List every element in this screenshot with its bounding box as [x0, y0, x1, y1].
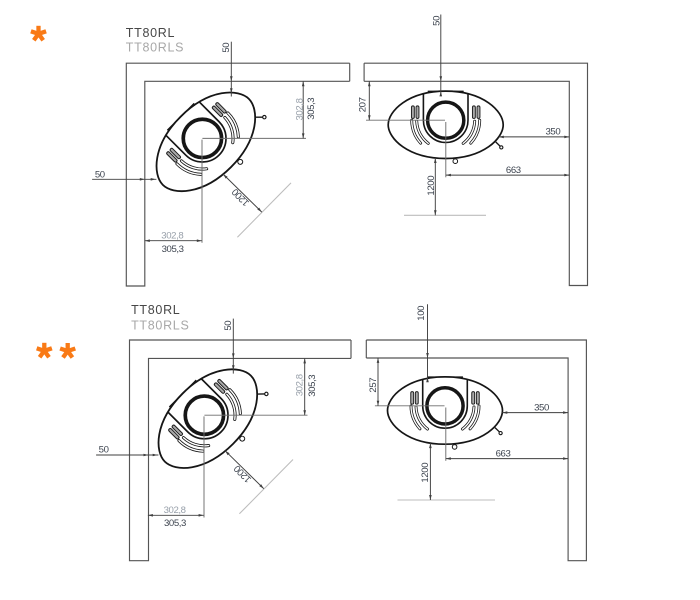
svg-text:50: 50: [99, 444, 109, 455]
svg-text:350: 350: [545, 126, 560, 137]
svg-text:TT80RLS: TT80RLS: [131, 319, 189, 333]
svg-text:TT80RL: TT80RL: [131, 303, 180, 317]
svg-text:50: 50: [95, 169, 105, 180]
svg-text:TT80RL: TT80RL: [126, 26, 175, 40]
svg-text:302,8: 302,8: [161, 231, 183, 242]
svg-text:302,8: 302,8: [164, 505, 186, 516]
svg-text:350: 350: [534, 403, 549, 414]
svg-text:100: 100: [416, 306, 427, 321]
svg-text:663: 663: [496, 449, 511, 460]
svg-text:1200: 1200: [426, 176, 437, 196]
svg-text:305,3: 305,3: [306, 98, 317, 120]
svg-text:207: 207: [358, 97, 369, 112]
svg-text:305,3: 305,3: [307, 375, 318, 397]
svg-text:302,8: 302,8: [294, 98, 305, 120]
svg-text:257: 257: [368, 378, 379, 393]
svg-text:50: 50: [223, 321, 234, 331]
svg-text:TT80RLS: TT80RLS: [126, 41, 184, 55]
svg-text:663: 663: [506, 165, 521, 176]
svg-text:305,3: 305,3: [164, 518, 186, 529]
svg-text:1200: 1200: [420, 463, 431, 483]
svg-text:50: 50: [221, 43, 232, 53]
svg-text:305,3: 305,3: [162, 244, 184, 255]
svg-text:302,8: 302,8: [294, 374, 305, 396]
svg-text:50: 50: [432, 16, 443, 26]
